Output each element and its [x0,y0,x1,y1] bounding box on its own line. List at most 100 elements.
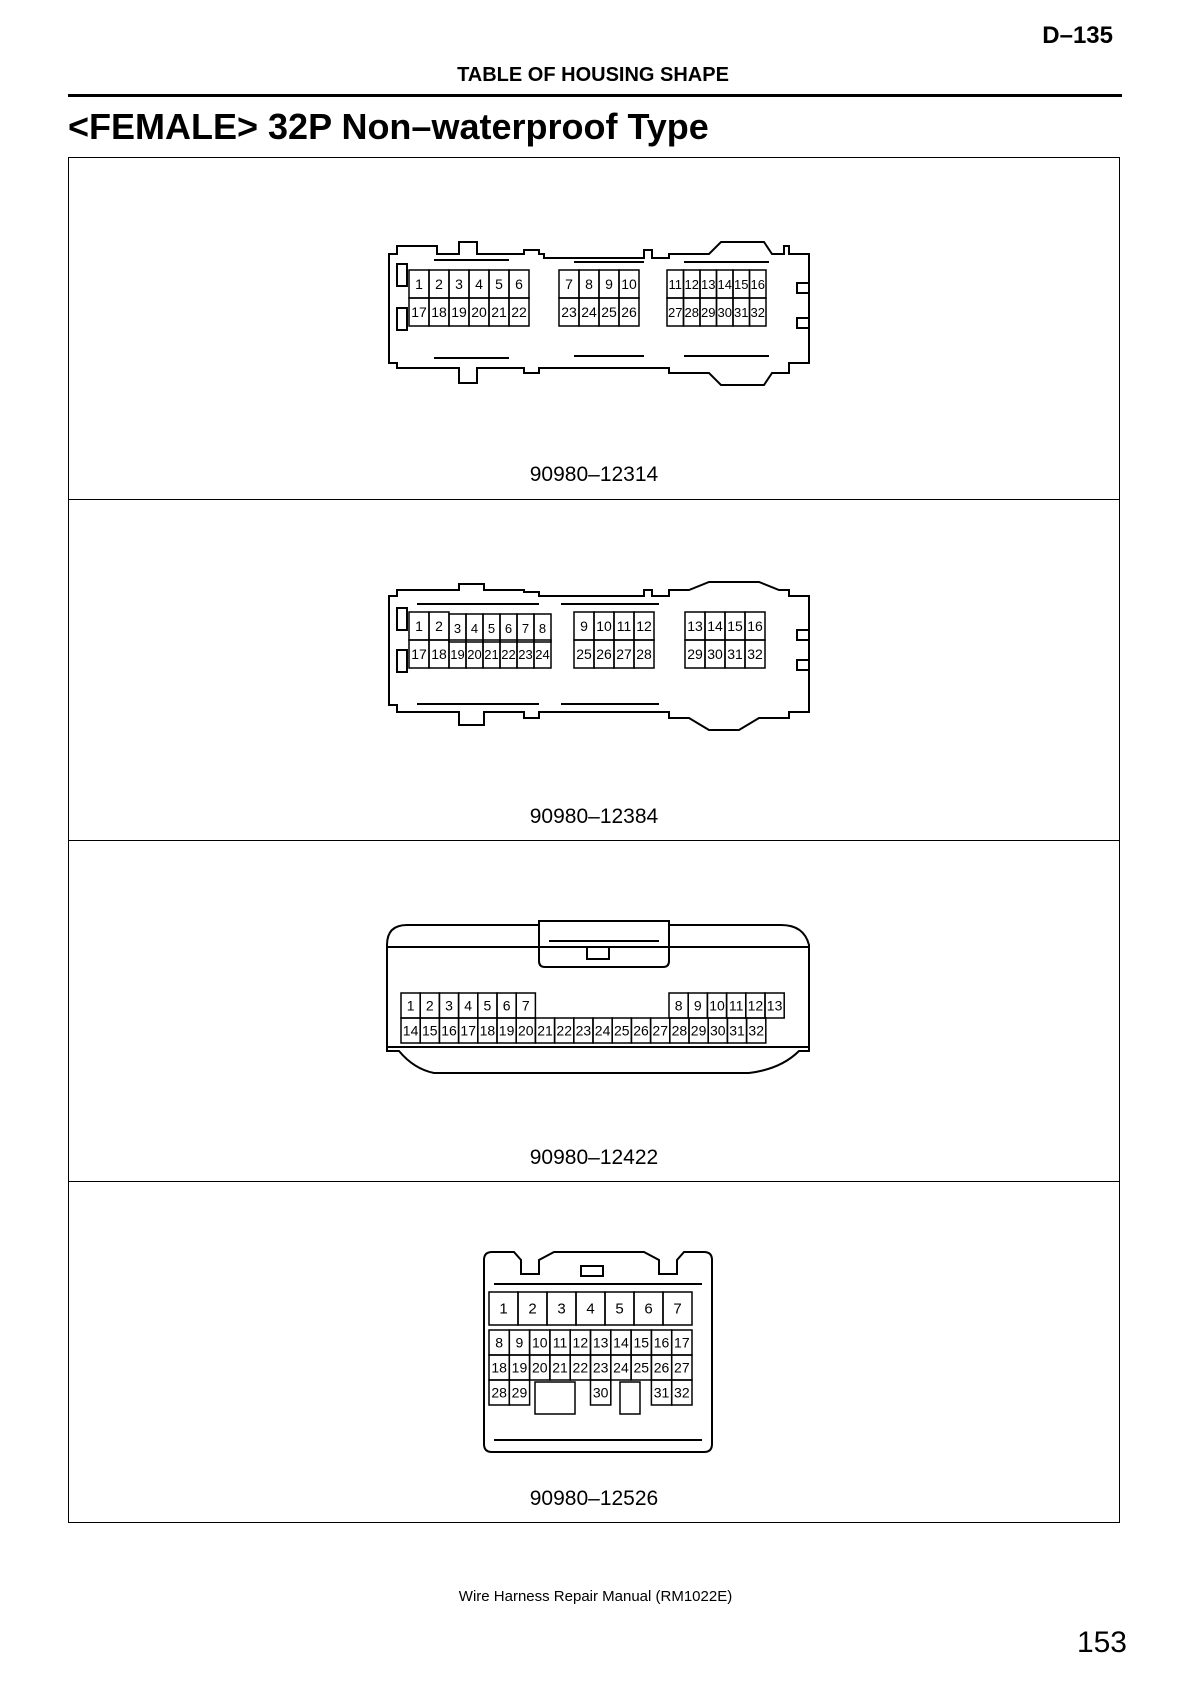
pin-number: 4 [586,1301,594,1318]
pin-number: 1 [415,618,423,634]
pin-number: 2 [435,276,443,292]
pin-number: 23 [561,304,577,320]
pin-number: 12 [573,1335,589,1351]
pin-number: 28 [685,305,699,320]
pin-cell [618,297,640,327]
pin-cell [764,992,785,1019]
footer-manual-title: Wire Harness Repair Manual (RM1022E) [458,1588,733,1605]
pin-number: 17 [674,1335,690,1351]
pin-number: 21 [537,1023,553,1039]
pin-cell [589,1379,612,1406]
pin-number: 18 [480,1023,496,1039]
pin-number: 14 [707,618,723,634]
pin-number: 5 [488,621,495,636]
pin-number: 30 [707,646,723,662]
pin-cell [508,297,530,327]
pin-number: 10 [596,618,612,634]
pin-number: 23 [593,1360,609,1376]
pin-number: 13 [701,277,715,292]
pin-number: 15 [633,1335,649,1351]
pin-number: 3 [454,621,461,636]
pin-number: 17 [411,646,427,662]
pin-number: 26 [621,304,637,320]
pin-number: 32 [751,305,765,320]
pin-number: 16 [751,277,765,292]
pin-cell [633,639,655,669]
pin-number: 16 [654,1335,670,1351]
pin-cell [744,639,766,669]
pin-number: 9 [516,1335,524,1351]
pin-number: 13 [687,618,703,634]
pin-number: 19 [451,304,467,320]
pin-number: 19 [450,647,464,662]
pin-number: 25 [614,1023,630,1039]
pin-number: 7 [673,1301,681,1318]
pin-number: 19 [499,1023,515,1039]
pin-number: 11 [729,998,744,1014]
pin-number: 29 [687,646,703,662]
section-title: TABLE OF HOUSING SHAPE [457,64,729,86]
pin-number: 30 [718,305,732,320]
pin-number: 18 [431,646,447,662]
pin-number: 17 [411,304,427,320]
page-code: D–135 [1042,22,1113,49]
pin-number: 16 [441,1023,457,1039]
pin-number: 8 [495,1335,503,1351]
pin-number: 17 [460,1023,476,1039]
top-rule [68,94,1122,97]
part-number-4: 90980–12526 [529,1487,659,1510]
pin-number: 2 [426,998,434,1014]
pin-number: 25 [633,1360,649,1376]
pin-number: 31 [727,646,743,662]
pin-number: 27 [674,1360,690,1376]
pin-number: 24 [595,1023,611,1039]
pin-number: 25 [576,646,592,662]
pin-number: 32 [674,1385,690,1401]
pin-number: 26 [633,1023,649,1039]
pin-number: 27 [616,646,632,662]
pin-number: 10 [532,1335,548,1351]
pin-cell [662,1291,693,1326]
pin-number: 16 [747,618,763,634]
pin-number: 11 [553,1335,568,1351]
pin-number: 28 [636,646,652,662]
pin-cell [533,613,552,643]
pin-number: 22 [501,647,515,662]
page-number: 153 [1076,1626,1127,1659]
pin-number: 14 [718,277,732,292]
pin-number: 24 [535,647,549,662]
pin-number: 15 [734,277,748,292]
pin-number: 20 [532,1360,548,1376]
pin-number: 19 [512,1360,528,1376]
pin-number: 7 [565,276,573,292]
pin-number: 10 [709,998,725,1014]
pin-number: 20 [467,647,481,662]
pin-number: 2 [528,1301,536,1318]
pin-number: 14 [613,1335,629,1351]
pin-number: 2 [435,618,443,634]
pin-number: 13 [767,998,783,1014]
pin-number: 15 [422,1023,438,1039]
pin-number: 5 [615,1301,623,1318]
pin-number: 22 [573,1360,589,1376]
pin-number: 30 [593,1385,609,1401]
pin-number: 20 [471,304,487,320]
pin-number: 9 [580,618,588,634]
pin-number: 6 [505,621,512,636]
pin-number: 3 [445,998,453,1014]
pin-number: 5 [484,998,492,1014]
pin-number: 31 [729,1023,745,1039]
pin-number: 7 [522,621,529,636]
pin-number: 6 [503,998,511,1014]
pin-number: 30 [710,1023,726,1039]
pin-number: 11 [669,277,683,292]
